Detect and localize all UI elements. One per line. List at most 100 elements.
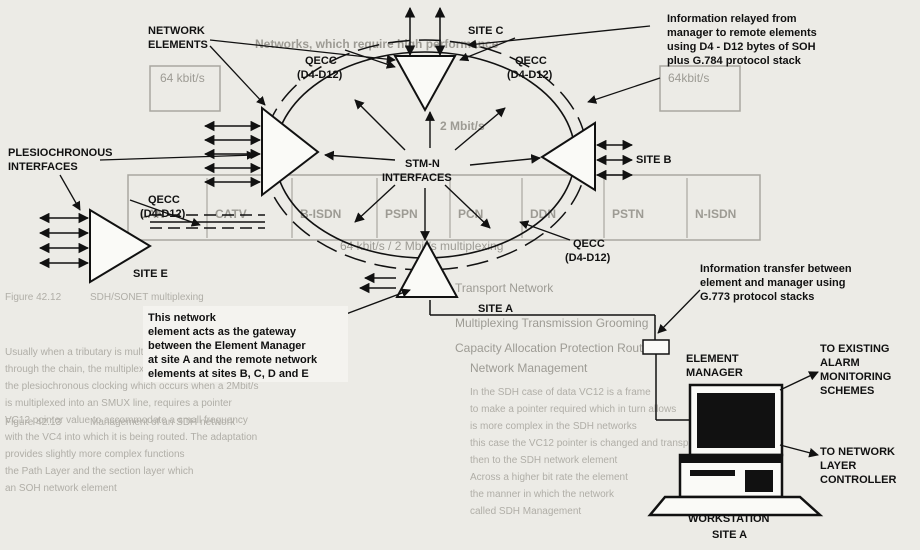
- workstation-icon: [647, 383, 824, 517]
- ghost-box-b: [659, 65, 741, 112]
- ghost-paragraph-left: Usually when a tributary is multiplexed …: [4, 347, 258, 494]
- svg-text:TO EXISTING: TO EXISTING: [820, 343, 889, 355]
- svg-text:QECC: QECC: [305, 55, 337, 67]
- info-transfer-label: Information transfer between element and…: [700, 263, 852, 303]
- ghost-services-box: [127, 174, 761, 241]
- site-b-label: SITE B: [636, 154, 672, 166]
- ghost-paragraph-line: then to the SDH network element: [470, 455, 618, 466]
- svg-text:QECC: QECC: [515, 55, 547, 67]
- svg-text:(D4-D12): (D4-D12): [565, 252, 611, 264]
- ghost-paragraph-line: through the chain, the multiplexers prov…: [5, 364, 243, 375]
- network-layer-arrow: [779, 444, 819, 458]
- ghost-service-label: N-ISDN: [695, 207, 736, 221]
- qecc-site-e-label: QECC(D4-D12): [140, 194, 186, 220]
- ghost-figure-7-text: Management of an SDH network: [90, 417, 236, 428]
- gateway-label: This network element acts as the gateway…: [148, 312, 318, 380]
- svg-text:MANAGER: MANAGER: [686, 367, 743, 379]
- svg-text:PLESIOCHRONOUS: PLESIOCHRONOUS: [8, 147, 113, 159]
- workstation-site-label: SITE A: [712, 529, 747, 541]
- svg-text:(D4-D12): (D4-D12): [507, 69, 553, 81]
- svg-text:between the Element Manager: between the Element Manager: [148, 340, 306, 352]
- qecc-site-c-right-label: QECC (D4-D12): [507, 55, 553, 81]
- stm-n-label: STM-N INTERFACES: [382, 158, 452, 184]
- svg-text:INTERFACES: INTERFACES: [382, 172, 452, 184]
- info-relayed-label: Information relayed from manager to remo…: [667, 13, 817, 67]
- site-e-tributaries: [38, 212, 90, 269]
- link-e-d: [150, 214, 265, 229]
- stm-n-arrows: [324, 99, 541, 241]
- ghost-service-label: CATV: [215, 207, 247, 221]
- svg-text:plus G.784 protocol stack: plus G.784 protocol stack: [667, 55, 802, 67]
- site-c-label: SITE C: [468, 25, 504, 37]
- svg-text:NETWORK: NETWORK: [148, 25, 205, 37]
- site-a-element: [395, 239, 459, 298]
- svg-text:ALARM: ALARM: [820, 357, 860, 369]
- ghost-paragraph-line: is more complex in the SDH networks: [470, 421, 637, 432]
- site-a-label: SITE A: [478, 303, 513, 315]
- ghost-figure-caption: Figure 42.12: [5, 292, 62, 303]
- workstation-label: WORKSTATION: [688, 513, 770, 525]
- site-a-tributaries: [358, 272, 396, 294]
- svg-text:manager to remote elements: manager to remote elements: [667, 27, 817, 39]
- svg-text:ELEMENTS: ELEMENTS: [148, 39, 208, 51]
- svg-text:ELEMENT: ELEMENT: [686, 353, 739, 365]
- ghost-capacity-line: Capacity Allocation Protection Routing: [455, 341, 658, 355]
- ghost-service-label: PCN: [458, 207, 483, 221]
- label-pointers: [59, 25, 701, 334]
- ghost-service-label: B-ISDN: [300, 207, 341, 221]
- svg-text:G.773 protocol stacks: G.773 protocol stacks: [700, 291, 814, 303]
- ghost-figure-7: Figure 42.13: [5, 417, 62, 428]
- ghost-paragraph-line: provides slightly more complex functions: [5, 449, 185, 460]
- svg-text:Information relayed from: Information relayed from: [667, 13, 797, 25]
- site-c-element: [393, 55, 457, 113]
- ghost-caption-text: SDH/SONET multiplexing: [90, 292, 204, 303]
- svg-text:SCHEMES: SCHEMES: [820, 385, 874, 397]
- network-layer-label: TO NETWORK LAYER CONTROLLER: [820, 446, 896, 486]
- site-c-tributaries: [404, 6, 446, 57]
- ghost-nm-line: Network Management: [470, 361, 588, 375]
- ghost-paragraph-line: Across a higher bit rate the element: [470, 472, 628, 483]
- site-b-element: [540, 121, 596, 192]
- ghost-paragraph-line: the Path Layer and the section layer whi…: [5, 466, 193, 477]
- ghost-box-b-label: 64kbit/s: [668, 71, 709, 85]
- svg-text:QECC: QECC: [573, 238, 605, 250]
- ghost-box-a-label: 64 kbit/s: [160, 71, 205, 85]
- plesiochronous-label: PLESIOCHRONOUS INTERFACES: [8, 147, 113, 173]
- ghost-paragraph-right: In the SDH case of data VC12 is a framet…: [470, 387, 700, 517]
- svg-text:Information transfer between: Information transfer between: [700, 263, 852, 275]
- ghost-paragraph-line: to make a pointer required which in turn…: [470, 404, 676, 415]
- qecc-site-a-label: QECC (D4-D12): [565, 238, 611, 264]
- ghost-paragraph-line: with the VC4 into which it is being rout…: [4, 432, 257, 443]
- svg-text:at site A and the remote netwo: at site A and the remote network: [148, 354, 318, 366]
- ghost-paragraph-line: the manner in which the network: [470, 489, 615, 500]
- ghost-paragraph-line: this case the VC12 pointer is changed an…: [470, 438, 700, 449]
- ghost-mux-line: Multiplexing Transmission Grooming: [455, 316, 648, 330]
- ghost-mid-label: 2 Mbit/s: [440, 119, 485, 133]
- ghost-sub-label: 64 kbit/s / 2 Mbit/s multiplexing: [340, 239, 503, 253]
- svg-text:STM-N: STM-N: [405, 158, 440, 170]
- ghost-paragraph-line: is multiplexed into an SMUX line, requir…: [5, 398, 232, 409]
- ghost-box-a: [149, 65, 221, 112]
- alarm-label: TO EXISTING ALARM MONITORING SCHEMES: [820, 343, 891, 397]
- svg-text:QECC: QECC: [148, 194, 180, 206]
- ghost-service-label: DDN: [530, 207, 556, 221]
- site-d-tributaries: [203, 120, 262, 188]
- gateway-link: [429, 300, 690, 421]
- ghost-paragraph-line: called SDH Management: [470, 506, 581, 517]
- site-d-element: [261, 105, 320, 198]
- interface-adapter: [642, 339, 670, 355]
- svg-text:using D4 - D12 bytes of SOH: using D4 - D12 bytes of SOH: [667, 41, 816, 53]
- ghost-service-label: PSTN: [612, 207, 644, 221]
- svg-text:INTERFACES: INTERFACES: [8, 161, 78, 173]
- network-elements-label: NETWORK ELEMENTS: [148, 25, 208, 51]
- ghost-transport-line: Transport Network: [455, 281, 554, 295]
- alarm-arrow: [779, 371, 819, 391]
- element-manager-label: ELEMENT MANAGER: [686, 353, 743, 379]
- site-e-label: SITE E: [133, 268, 168, 280]
- svg-text:CONTROLLER: CONTROLLER: [820, 474, 896, 486]
- background-bleed-through: Networks, which require high performance…: [4, 37, 761, 517]
- svg-text:This network: This network: [148, 312, 217, 324]
- site-e-element: [89, 208, 152, 284]
